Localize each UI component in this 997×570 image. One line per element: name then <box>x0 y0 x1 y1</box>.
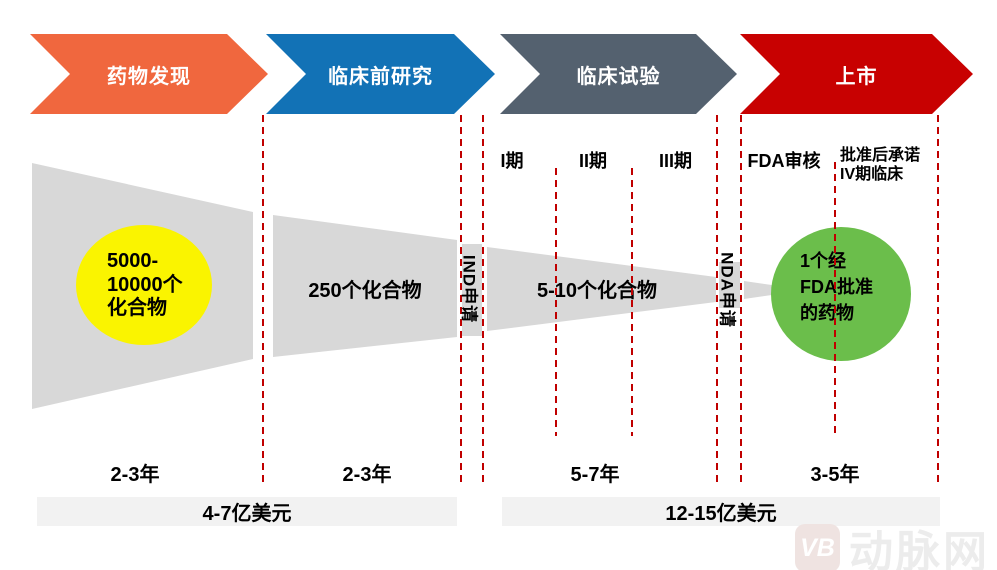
ind-application-label: IND申请 <box>459 254 479 324</box>
divider-fda-postapproval <box>834 162 836 436</box>
approved-drug-circle: 1个经 FDA批准 的药物 <box>771 227 911 361</box>
funnel-segment-preclinical <box>273 215 457 357</box>
fda-review-label: FDA审核 <box>747 151 821 171</box>
approved-drug-label: 1个经 FDA批准 的药物 <box>800 251 873 323</box>
launch-duration: 3-5年 <box>810 464 860 486</box>
stage-banner-launch: 上市 <box>740 34 973 114</box>
preclinical-duration: 2-3年 <box>342 464 392 486</box>
funnel-segment-nda-strip <box>719 262 740 308</box>
divider-right-end <box>937 115 939 487</box>
stage-banner-clinical-trials: 临床试验 <box>500 34 737 114</box>
vcbeat-logo-icon: VB <box>795 524 840 570</box>
nda-application-label: NDA申请 <box>717 252 737 328</box>
cost-early-label: 4-7亿美元 <box>202 503 292 525</box>
divider-ind-right <box>482 115 484 487</box>
clinical-compound-count: 5-10个化合物 <box>536 280 658 302</box>
divider-ind-left <box>460 115 462 487</box>
phase-3-label: III期 <box>658 151 692 171</box>
phase-2-label: II期 <box>578 151 607 171</box>
clinical-duration: 5-7年 <box>570 464 620 486</box>
cost-bar-late: 12-15亿美元 <box>502 497 940 526</box>
watermark: VB 动脉网 <box>795 516 990 570</box>
compound-pool-circle: 5000- 10000个 化合物 <box>76 225 212 345</box>
stage-label-drug-discovery: 药物发现 <box>107 65 191 88</box>
stage-banner-preclinical: 临床前研究 <box>266 34 495 114</box>
divider-discovery-preclinical <box>262 115 264 487</box>
discovery-duration: 2-3年 <box>110 464 160 486</box>
vcbeat-brand-text: 动脉网 <box>849 528 990 570</box>
divider-phase1-phase2 <box>555 168 557 436</box>
stage-label-clinical-trials: 临床试验 <box>576 65 661 88</box>
divider-phase2-phase3 <box>631 168 633 436</box>
post-approval-label: 批准后承诺 IV期临床 <box>840 147 921 183</box>
cost-bar-early: 4-7亿美元 <box>37 497 457 526</box>
cost-late-label: 12-15亿美元 <box>665 503 777 525</box>
divider-nda-right <box>740 115 742 487</box>
stage-banner-drug-discovery: 药物发现 <box>30 34 268 114</box>
phase-1-label: I期 <box>500 151 524 171</box>
stage-label-preclinical: 临床前研究 <box>328 65 433 88</box>
compound-pool-label: 5000- 10000个 化合物 <box>107 250 183 319</box>
preclinical-compound-count: 250个化合物 <box>308 280 422 302</box>
stage-label-launch: 上市 <box>835 65 878 88</box>
divider-nda-left <box>716 115 718 487</box>
funnel-segment-ind-strip <box>462 244 482 336</box>
